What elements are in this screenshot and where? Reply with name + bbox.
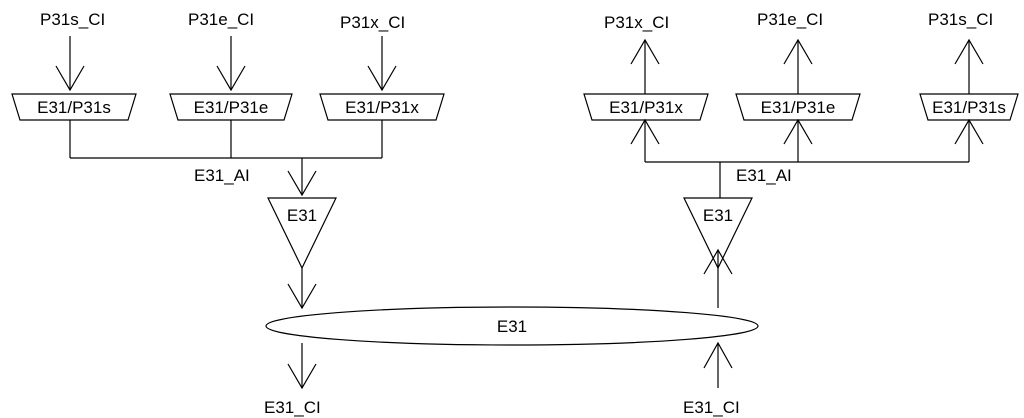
left-output-label: E31_CI <box>264 398 321 417</box>
right-output-arrow-3 <box>954 38 984 94</box>
connection-label: E31 <box>497 317 527 336</box>
right-termination-arrow <box>703 248 733 308</box>
left-ai-bus <box>69 120 383 159</box>
right-client-label-1: P31x_CI <box>604 13 669 32</box>
right-sink-side: P31x_CI P31e_CI P31s_CI E31/P31x E31/P31… <box>583 10 1019 417</box>
left-output-arrow <box>287 343 317 390</box>
left-client-label-2: P31e_CI <box>188 10 254 29</box>
left-ai-label: E31_AI <box>194 166 250 185</box>
right-input-label: E31_CI <box>683 398 740 417</box>
right-adapter-e31-p31e: E31/P31e <box>735 93 861 121</box>
left-termination: E31 <box>267 197 337 270</box>
right-termination-label: E31 <box>703 206 733 225</box>
right-adapter-e31-p31x: E31/P31x <box>583 93 709 121</box>
left-adapter-e31-p31x: E31/P31x <box>319 93 445 121</box>
right-adapter-label-1: E31/P31x <box>609 98 683 117</box>
left-input-arrow-3 <box>367 36 397 92</box>
left-adapter-label-1: E31/P31s <box>37 98 111 117</box>
left-client-label-1: P31s_CI <box>40 10 105 29</box>
left-termination-arrow <box>287 268 317 310</box>
right-adapter-label-3: E31/P31s <box>932 98 1006 117</box>
right-adapter-e31-p31s: E31/P31s <box>919 93 1019 121</box>
left-adapter-label-3: E31/P31x <box>345 98 419 117</box>
left-termination-label: E31 <box>287 206 317 225</box>
left-client-label-3: P31x_CI <box>340 13 405 32</box>
left-ai-arrow <box>287 158 317 197</box>
right-termination: E31 <box>683 197 753 270</box>
network-connection: E31 <box>265 306 759 346</box>
left-adapter-e31-p31s: E31/P31s <box>11 93 137 121</box>
right-input-arrow <box>703 341 733 388</box>
right-adapter-label-2: E31/P31e <box>761 98 836 117</box>
left-source-side: P31s_CI P31e_CI P31x_CI E31/P31s E31/P31… <box>11 10 445 417</box>
right-client-label-3: P31s_CI <box>928 10 993 29</box>
left-input-arrow-2 <box>216 36 246 92</box>
right-output-arrow-2 <box>783 38 813 94</box>
left-adapter-label-2: E31/P31e <box>194 98 269 117</box>
right-client-label-2: P31e_CI <box>757 10 823 29</box>
right-ai-label: E31_AI <box>736 166 792 185</box>
left-input-arrow-1 <box>55 36 85 92</box>
right-output-arrow-1 <box>630 38 660 94</box>
left-adapter-e31-p31e: E31/P31e <box>169 93 293 121</box>
right-ai-bus <box>630 118 984 198</box>
